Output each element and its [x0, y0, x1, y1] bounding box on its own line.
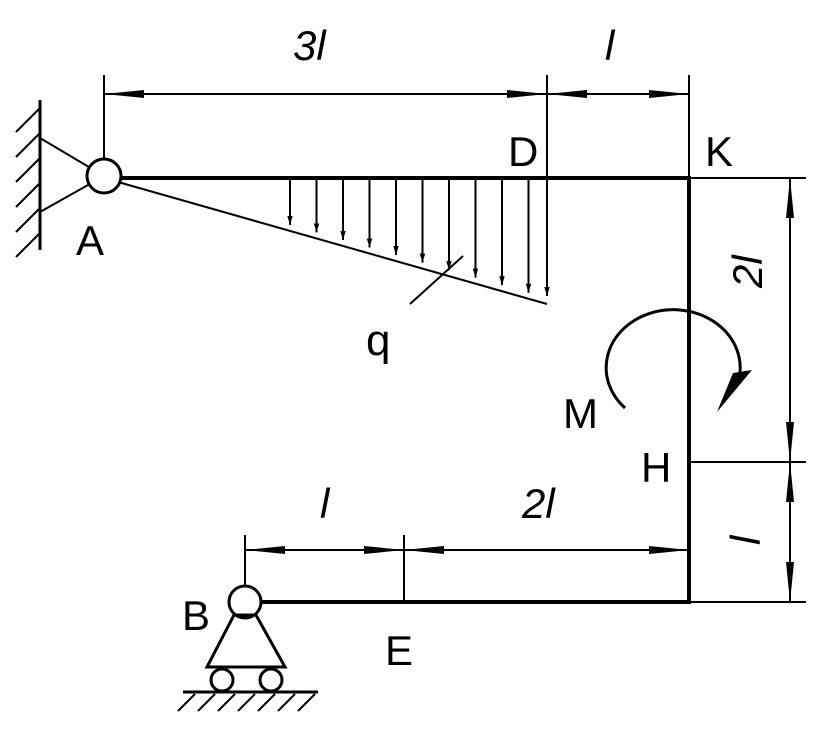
dim-label-2l-bottom: 2l	[521, 480, 556, 527]
label-D: D	[508, 128, 538, 175]
pin-A	[85, 157, 123, 195]
label-q: q	[366, 316, 390, 365]
dim-label-2l-right: 2l	[724, 254, 771, 289]
label-K: K	[705, 128, 733, 175]
frame	[104, 176, 691, 604]
label-H: H	[641, 444, 671, 491]
dim-label-l-right: l	[722, 534, 769, 545]
label-E: E	[385, 627, 413, 674]
distributed-load-q	[103, 177, 550, 305]
wall-support-A	[15, 100, 106, 258]
dim-label-l-bottom: l	[320, 480, 331, 527]
load-labels: q M	[366, 316, 598, 437]
dimension-lines	[103, 75, 806, 603]
label-A: A	[76, 217, 104, 264]
moment-M	[604, 308, 752, 412]
load-arrows	[287, 178, 532, 293]
dim-label-l-top: l	[605, 22, 616, 69]
point-labels: A D K H B E	[76, 128, 733, 674]
dim-label-3l: 3l	[293, 22, 327, 69]
dimension-labels: 3l l 2l l l 2l	[293, 22, 771, 545]
label-B: B	[182, 592, 210, 639]
label-M: M	[563, 390, 598, 437]
